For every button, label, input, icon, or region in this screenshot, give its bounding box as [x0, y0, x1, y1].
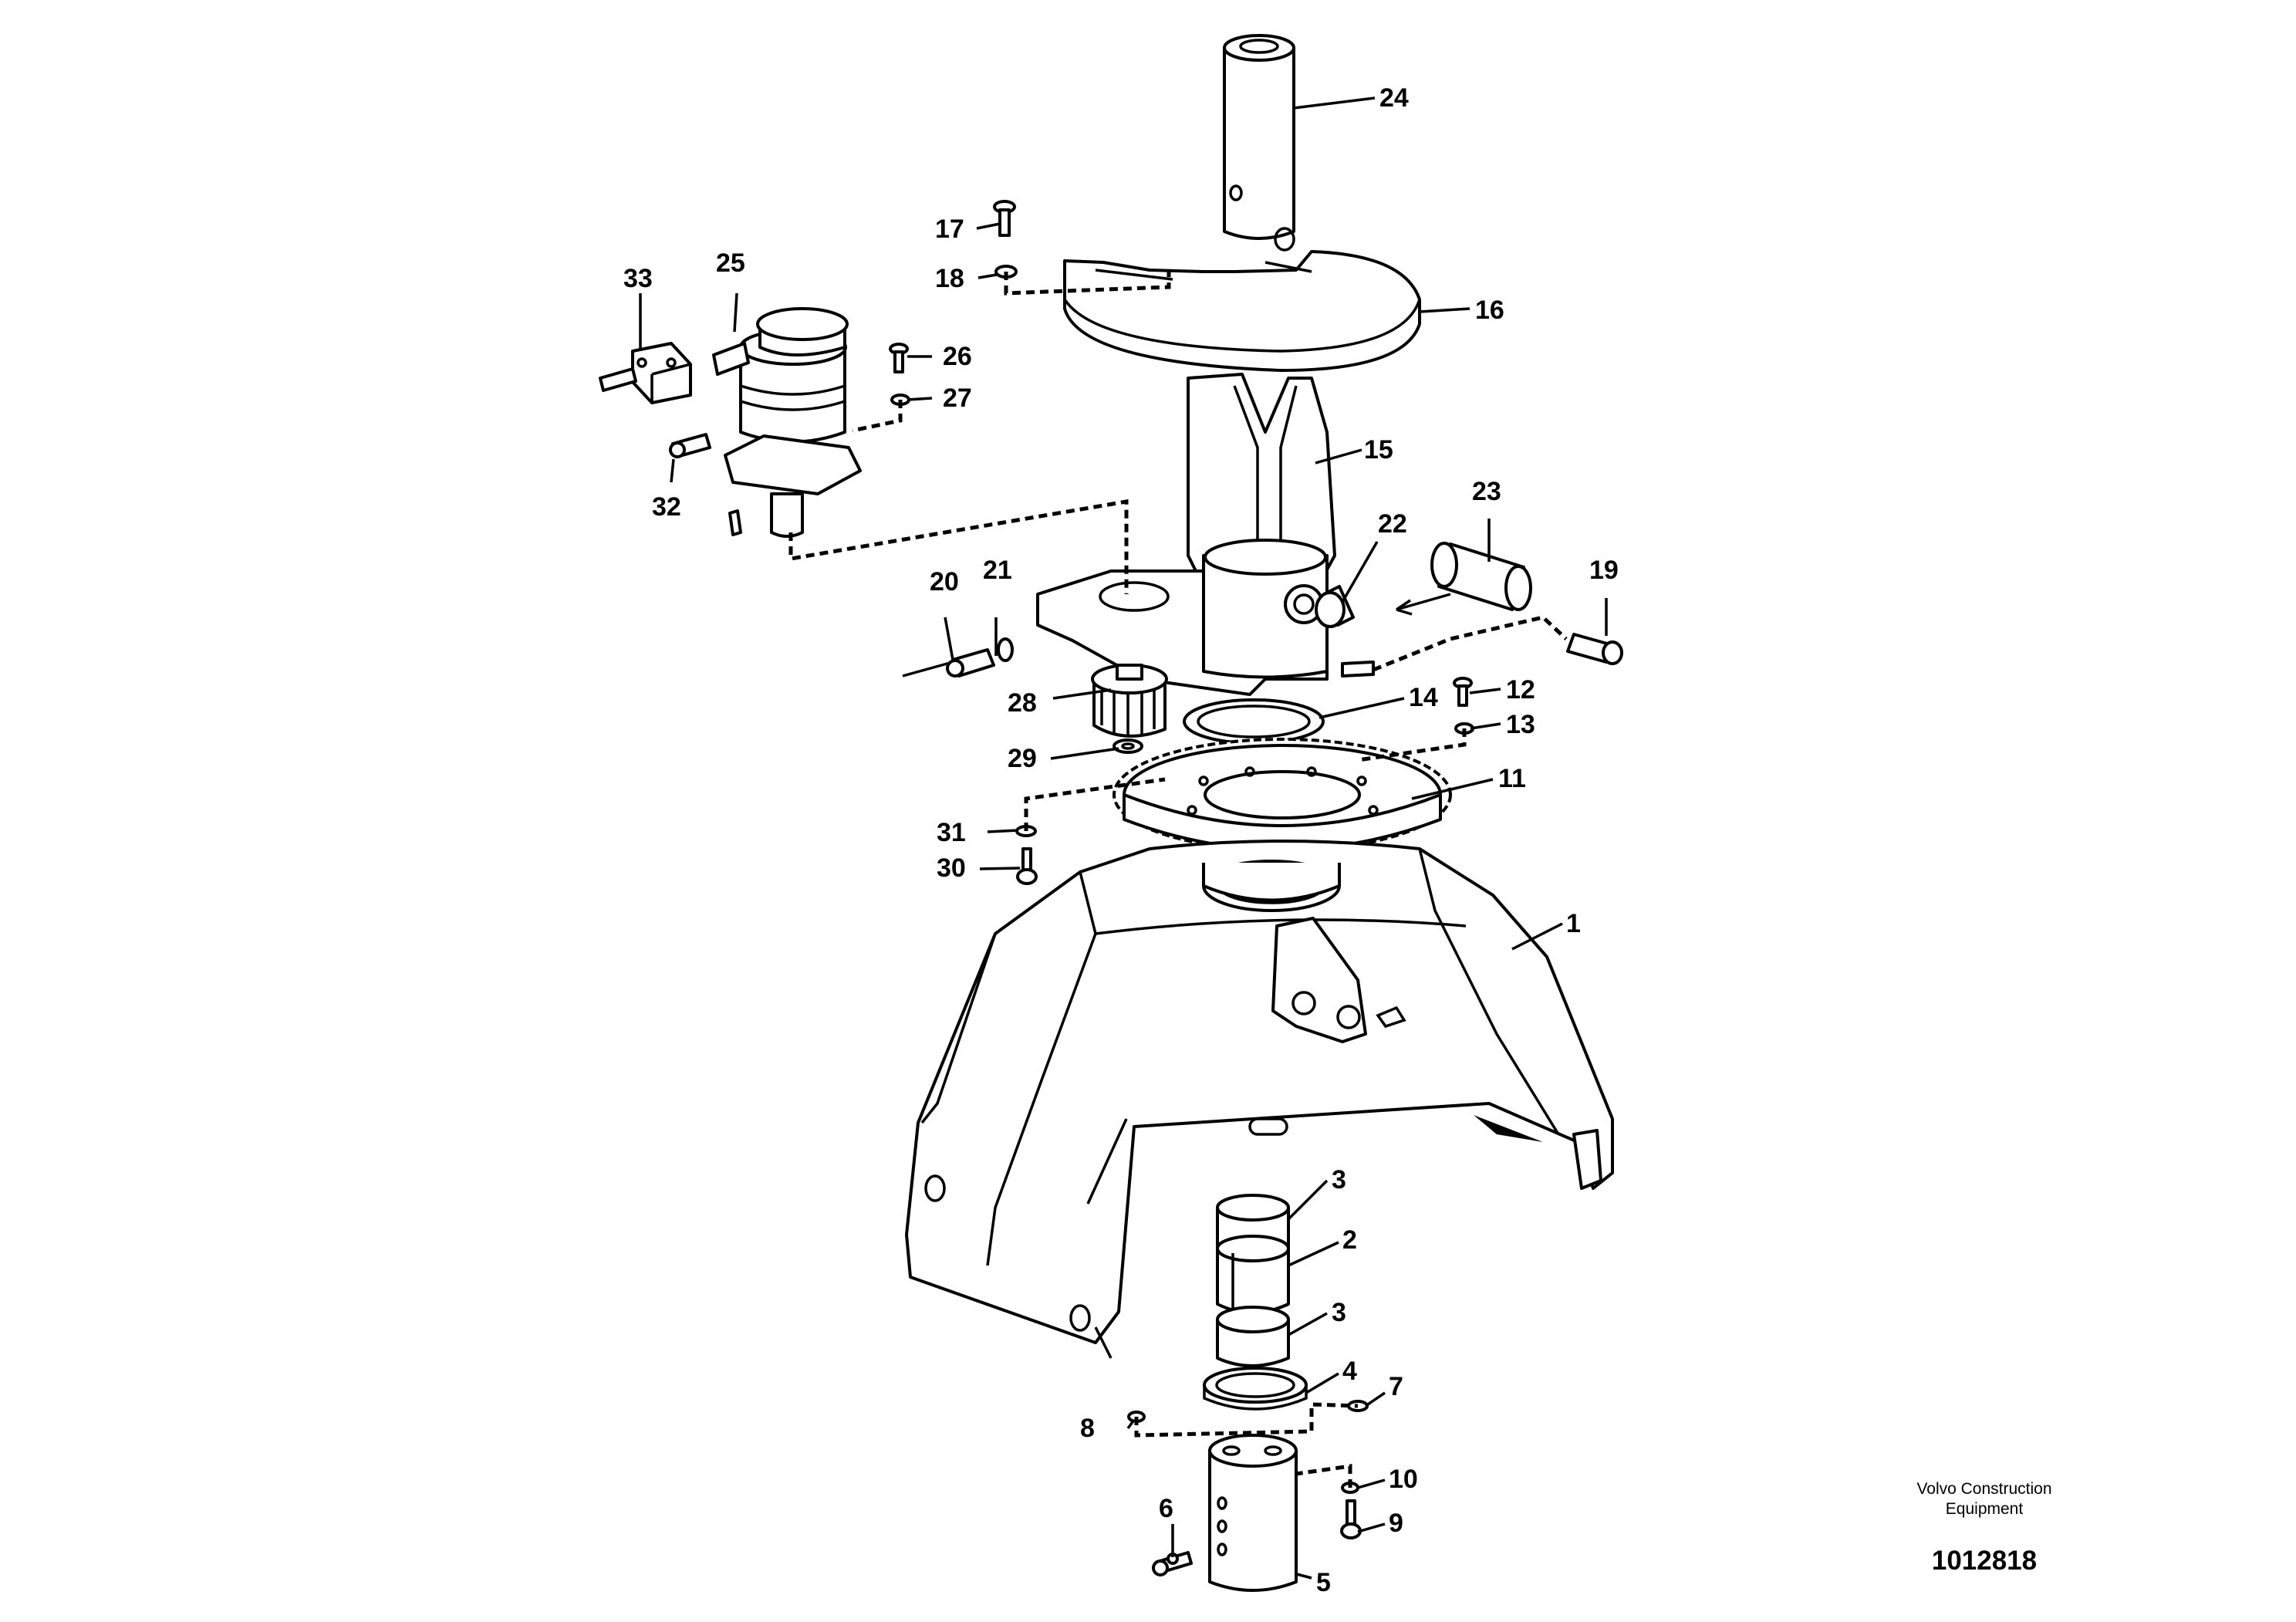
part-9-screw	[1340, 1499, 1362, 1539]
document-credit-block: Volvo Construction Equipment 1012818	[1916, 1480, 2051, 1576]
callout-29: 29	[1008, 744, 1037, 773]
part-25-hydraulic-motor	[712, 307, 862, 538]
callout-20: 20	[930, 567, 959, 596]
part-32-fitting	[669, 433, 742, 536]
callout-19: 19	[1589, 556, 1619, 585]
part-21-washer	[997, 637, 1014, 662]
part-24-pin	[1223, 34, 1295, 252]
leader-lines	[639, 96, 1608, 1580]
part-11-ring-gear	[1113, 738, 1452, 852]
callout-13: 13	[1506, 710, 1535, 739]
part-28-pinion	[1091, 664, 1168, 738]
callout-15: 15	[1364, 435, 1393, 465]
part-19-bolt	[1566, 633, 1623, 665]
callout-16: 16	[1475, 296, 1504, 325]
callout-4: 4	[1342, 1357, 1357, 1386]
callout-33: 33	[623, 264, 653, 293]
callout-32: 32	[652, 492, 681, 522]
callout-6: 6	[1159, 1494, 1173, 1523]
part-22-bushing	[1315, 585, 1355, 628]
part-20-bolt	[902, 648, 995, 678]
callout-17: 17	[935, 215, 964, 244]
part-2-center-bushing	[1216, 1235, 1290, 1314]
callout-3-lower: 3	[1332, 1298, 1346, 1327]
part-3-lower-bushing	[1216, 1306, 1290, 1367]
part-16-guard-plate	[1063, 250, 1421, 372]
assembly-dashed-lines	[788, 270, 1568, 1488]
callout-28: 28	[1008, 688, 1037, 718]
part-33-valve-block	[599, 342, 692, 404]
callout-2: 2	[1342, 1225, 1357, 1255]
part-26-screw	[889, 343, 909, 373]
part-23-sleeve	[1396, 542, 1532, 616]
callout-labels: 24 17 18 16 33 25 26 27 32 15 23 22 19 2…	[623, 83, 1619, 1597]
part-1-frame	[905, 840, 1614, 1359]
callout-11: 11	[1498, 764, 1526, 793]
part-12-screw	[1453, 677, 1473, 707]
document-number: 1012818	[1932, 1546, 2037, 1576]
callout-30: 30	[937, 853, 966, 883]
part-14-gasket-ring	[1183, 698, 1325, 745]
part-6-screw	[1152, 1551, 1193, 1576]
callout-27: 27	[943, 384, 972, 413]
part-30-screw	[1016, 847, 1038, 885]
callout-7: 7	[1389, 1372, 1403, 1401]
callout-21: 21	[983, 556, 1012, 585]
callout-3-upper: 3	[1332, 1165, 1346, 1195]
callout-18: 18	[935, 264, 964, 293]
callout-8: 8	[1080, 1414, 1095, 1443]
callout-14: 14	[1409, 683, 1438, 712]
callout-10: 10	[1389, 1465, 1418, 1494]
callout-5: 5	[1316, 1568, 1331, 1597]
callout-31: 31	[937, 818, 966, 847]
callout-25: 25	[716, 248, 745, 278]
callout-9: 9	[1389, 1509, 1403, 1538]
callout-22: 22	[1378, 509, 1407, 539]
part-4-seal-ring	[1203, 1367, 1308, 1411]
part-5-pin-housing	[1208, 1434, 1298, 1592]
part-29-washer	[1113, 738, 1143, 754]
callout-12: 12	[1506, 675, 1535, 705]
credit-line-2: Equipment	[1946, 1500, 2024, 1518]
part-15-yoke	[1187, 373, 1336, 588]
callout-24: 24	[1379, 83, 1409, 113]
callout-26: 26	[943, 342, 972, 371]
part-17-screw	[993, 200, 1016, 237]
callout-1: 1	[1566, 909, 1581, 938]
credit-line-1: Volvo Construction	[1916, 1480, 2051, 1498]
callout-23: 23	[1472, 477, 1501, 506]
